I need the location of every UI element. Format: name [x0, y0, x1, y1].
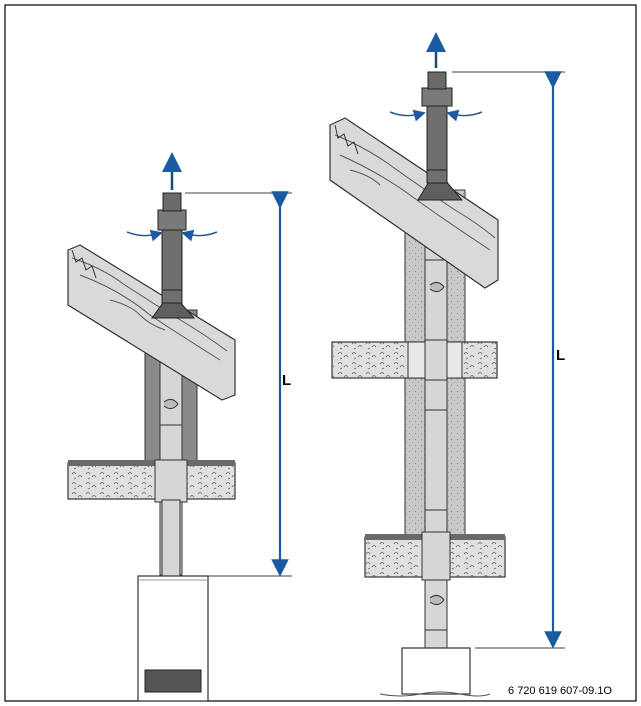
reference-code: 6 720 619 607-09.1O [508, 685, 612, 697]
left-dimension-label: L [282, 372, 291, 389]
right-dimension-label: L [556, 347, 565, 364]
left-intake-arrow-a [126, 229, 163, 242]
right-intake-arrow-a [389, 109, 426, 122]
right-terminal-pipe [426, 104, 448, 184]
page-border [4, 4, 637, 702]
left-terminal-pipe [161, 227, 183, 304]
left-flue-assembly: L [67, 152, 292, 702]
right-terminal-cap [421, 87, 453, 107]
left-terminal-cap [157, 209, 187, 231]
boiler-control-panel [144, 669, 202, 693]
right-roof [329, 117, 499, 289]
left-intake-arrow-b [181, 229, 218, 242]
right-plinth [401, 647, 471, 695]
right-flue-assembly: L [329, 32, 565, 697]
left-roof [67, 244, 236, 401]
right-intake-arrow-b [446, 109, 483, 122]
